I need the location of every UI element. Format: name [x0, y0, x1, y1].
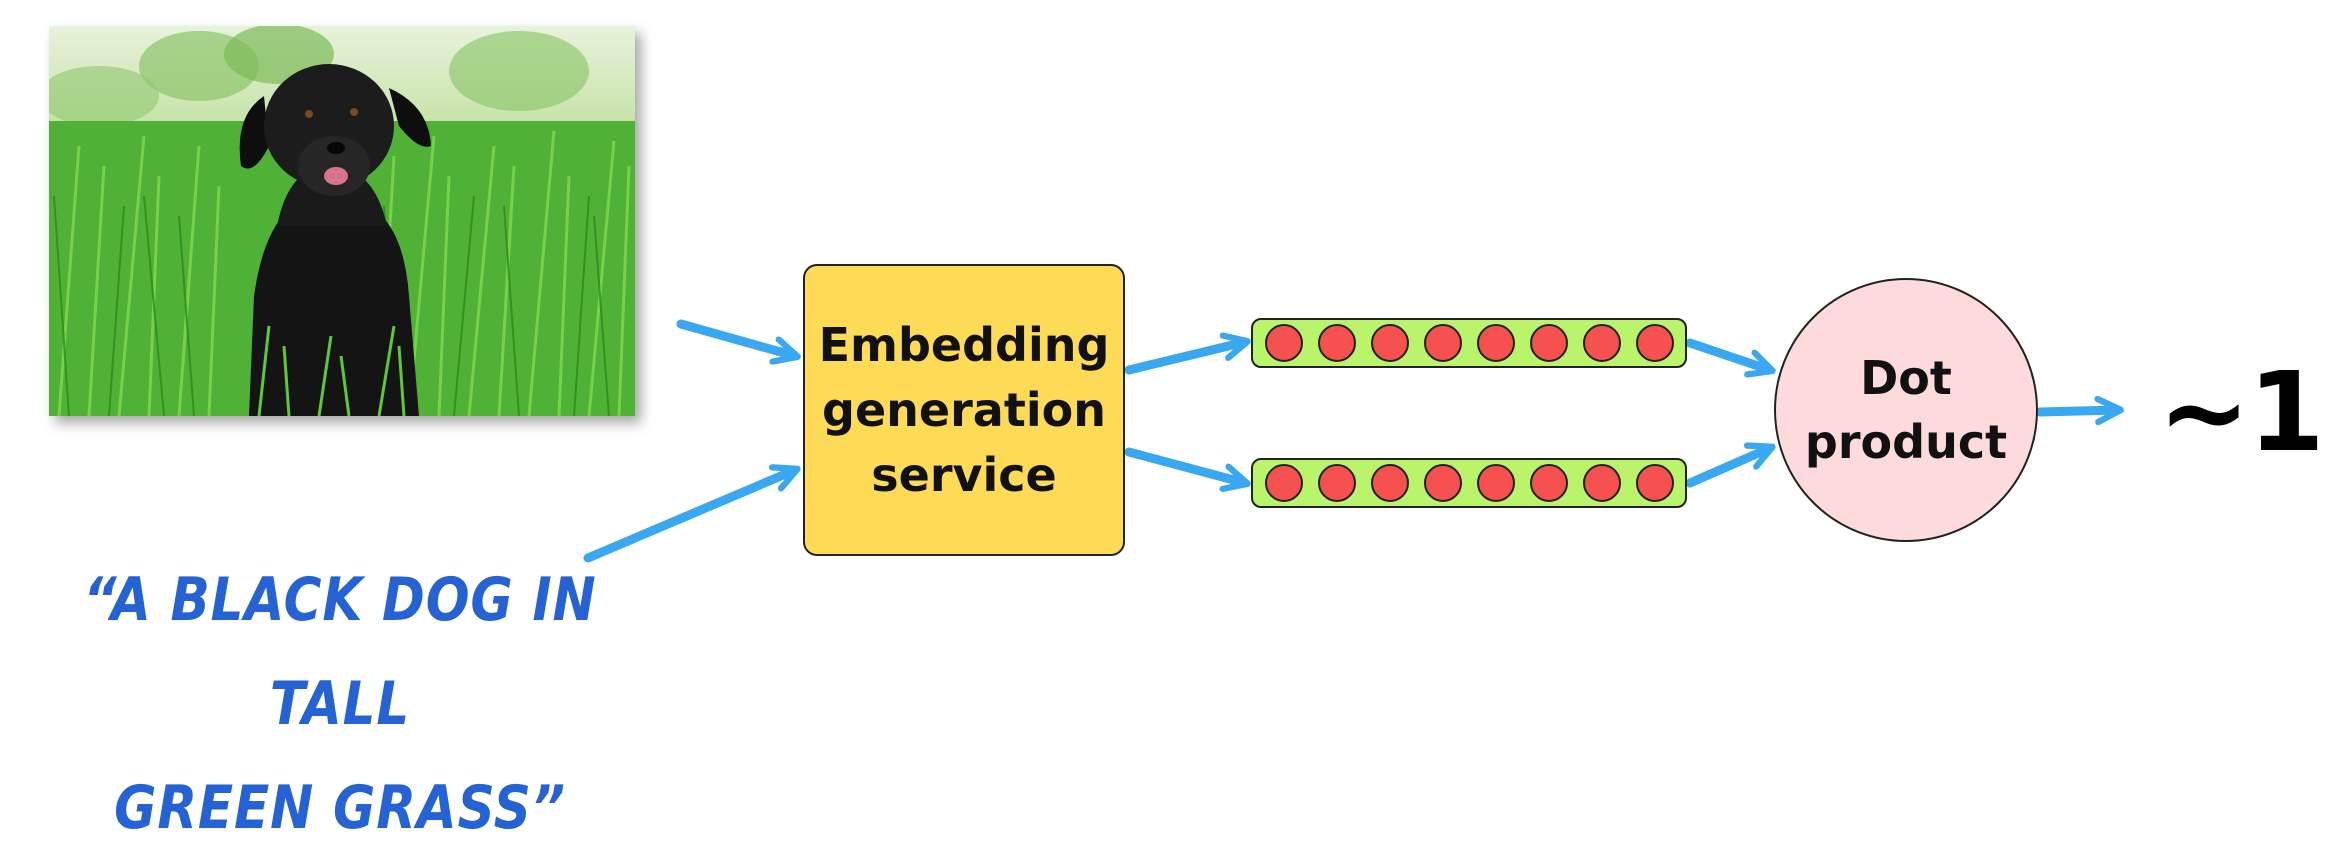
arrow-image-to-service — [676, 319, 795, 356]
vector-cell — [1582, 464, 1621, 502]
vector-cell — [1370, 324, 1409, 362]
vector-cell — [1423, 464, 1462, 502]
vector-cell — [1635, 324, 1674, 362]
vector-cell — [1582, 324, 1621, 362]
vector-cell — [1476, 464, 1515, 502]
image-embedding-vector — [1251, 318, 1687, 368]
arrow-service-to-vector-2 — [1124, 447, 1245, 483]
vector-cell — [1370, 464, 1409, 502]
arrow-vector-2-to-dot-product — [1685, 448, 1770, 488]
vector-cell — [1264, 324, 1303, 362]
arrow-vector-1-to-dot-product — [1685, 338, 1770, 370]
vector-cell — [1423, 324, 1462, 362]
vector-cell — [1529, 464, 1568, 502]
flow-arrows — [583, 319, 2342, 563]
similarity-result: ~1 — [2158, 348, 2325, 476]
embedding-service-box: Embedding generation service — [803, 264, 1125, 556]
vector-cell — [1317, 464, 1356, 502]
arrow-service-to-vector-1 — [1124, 342, 1245, 375]
vector-cell — [1476, 324, 1515, 362]
text-embedding-vector — [1251, 458, 1687, 508]
vector-cell — [1317, 324, 1356, 362]
vector-cell — [1529, 324, 1568, 362]
dog-photo — [49, 26, 635, 416]
dot-product-circle: Dot product — [1774, 278, 2038, 542]
arrow-text-to-service — [583, 470, 795, 563]
vector-cell — [1635, 464, 1674, 502]
vector-cell — [1264, 464, 1303, 502]
arrow-dot-product-to-result — [2035, 410, 2118, 412]
